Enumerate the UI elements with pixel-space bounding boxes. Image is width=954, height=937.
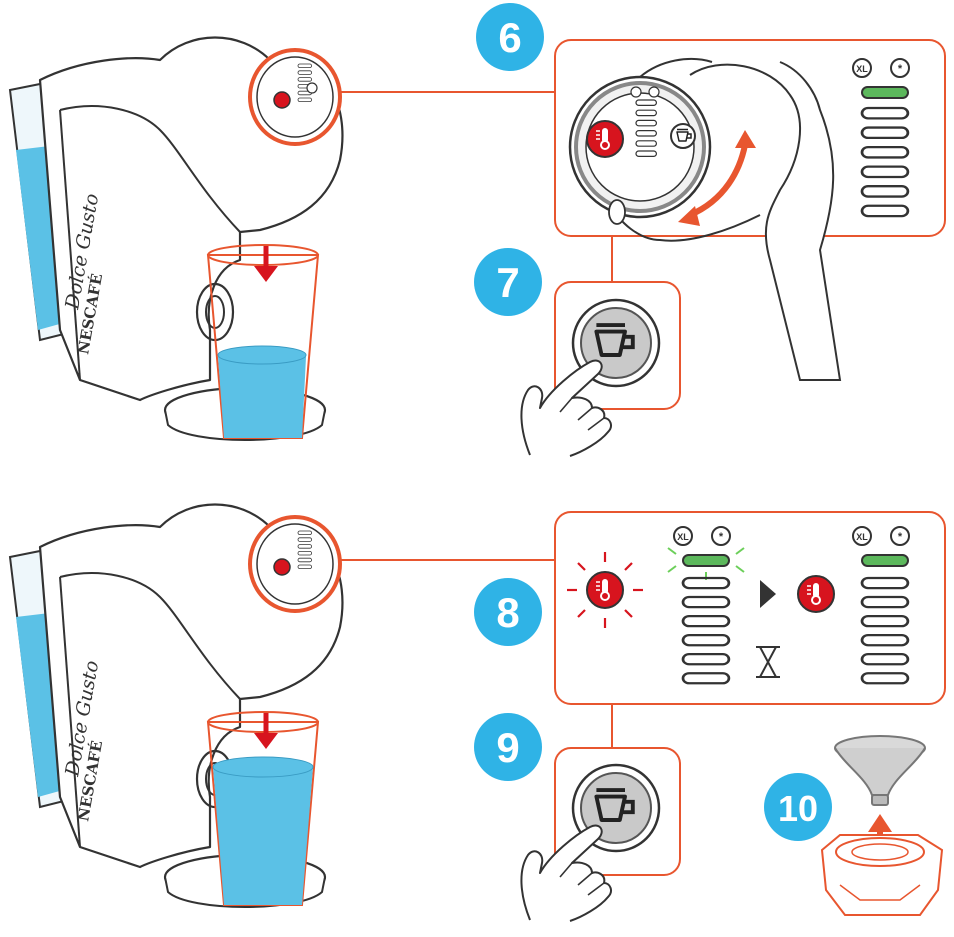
step-7-panel	[521, 282, 680, 456]
step-9-badge: 9	[474, 713, 542, 781]
thermometer-icon	[798, 576, 834, 612]
thermometer-icon	[587, 121, 623, 157]
svg-text:10: 10	[778, 788, 818, 829]
arrow-down-icon	[254, 266, 278, 282]
led-active	[862, 87, 908, 98]
coffee-machine-bottom: Dolce Gusto NESCAFÉ	[10, 505, 342, 908]
arrow-up-icon	[868, 814, 892, 832]
step-8-panel	[555, 512, 945, 704]
step-7-badge: 7	[474, 248, 542, 316]
svg-text:6: 6	[498, 14, 521, 61]
thermometer-icon	[274, 92, 290, 108]
coffee-machine-top: Dolce Gusto NESCAFÉ	[10, 38, 342, 441]
step-10-capsule-holder	[822, 736, 942, 915]
svg-text:9: 9	[496, 724, 519, 771]
step-6-badge: 6	[476, 3, 544, 71]
step-10-badge: 10	[764, 773, 832, 841]
step-9-panel	[521, 748, 680, 921]
svg-text:7: 7	[496, 259, 519, 306]
step-8-badge: 8	[474, 578, 542, 646]
svg-text:8: 8	[496, 589, 519, 636]
